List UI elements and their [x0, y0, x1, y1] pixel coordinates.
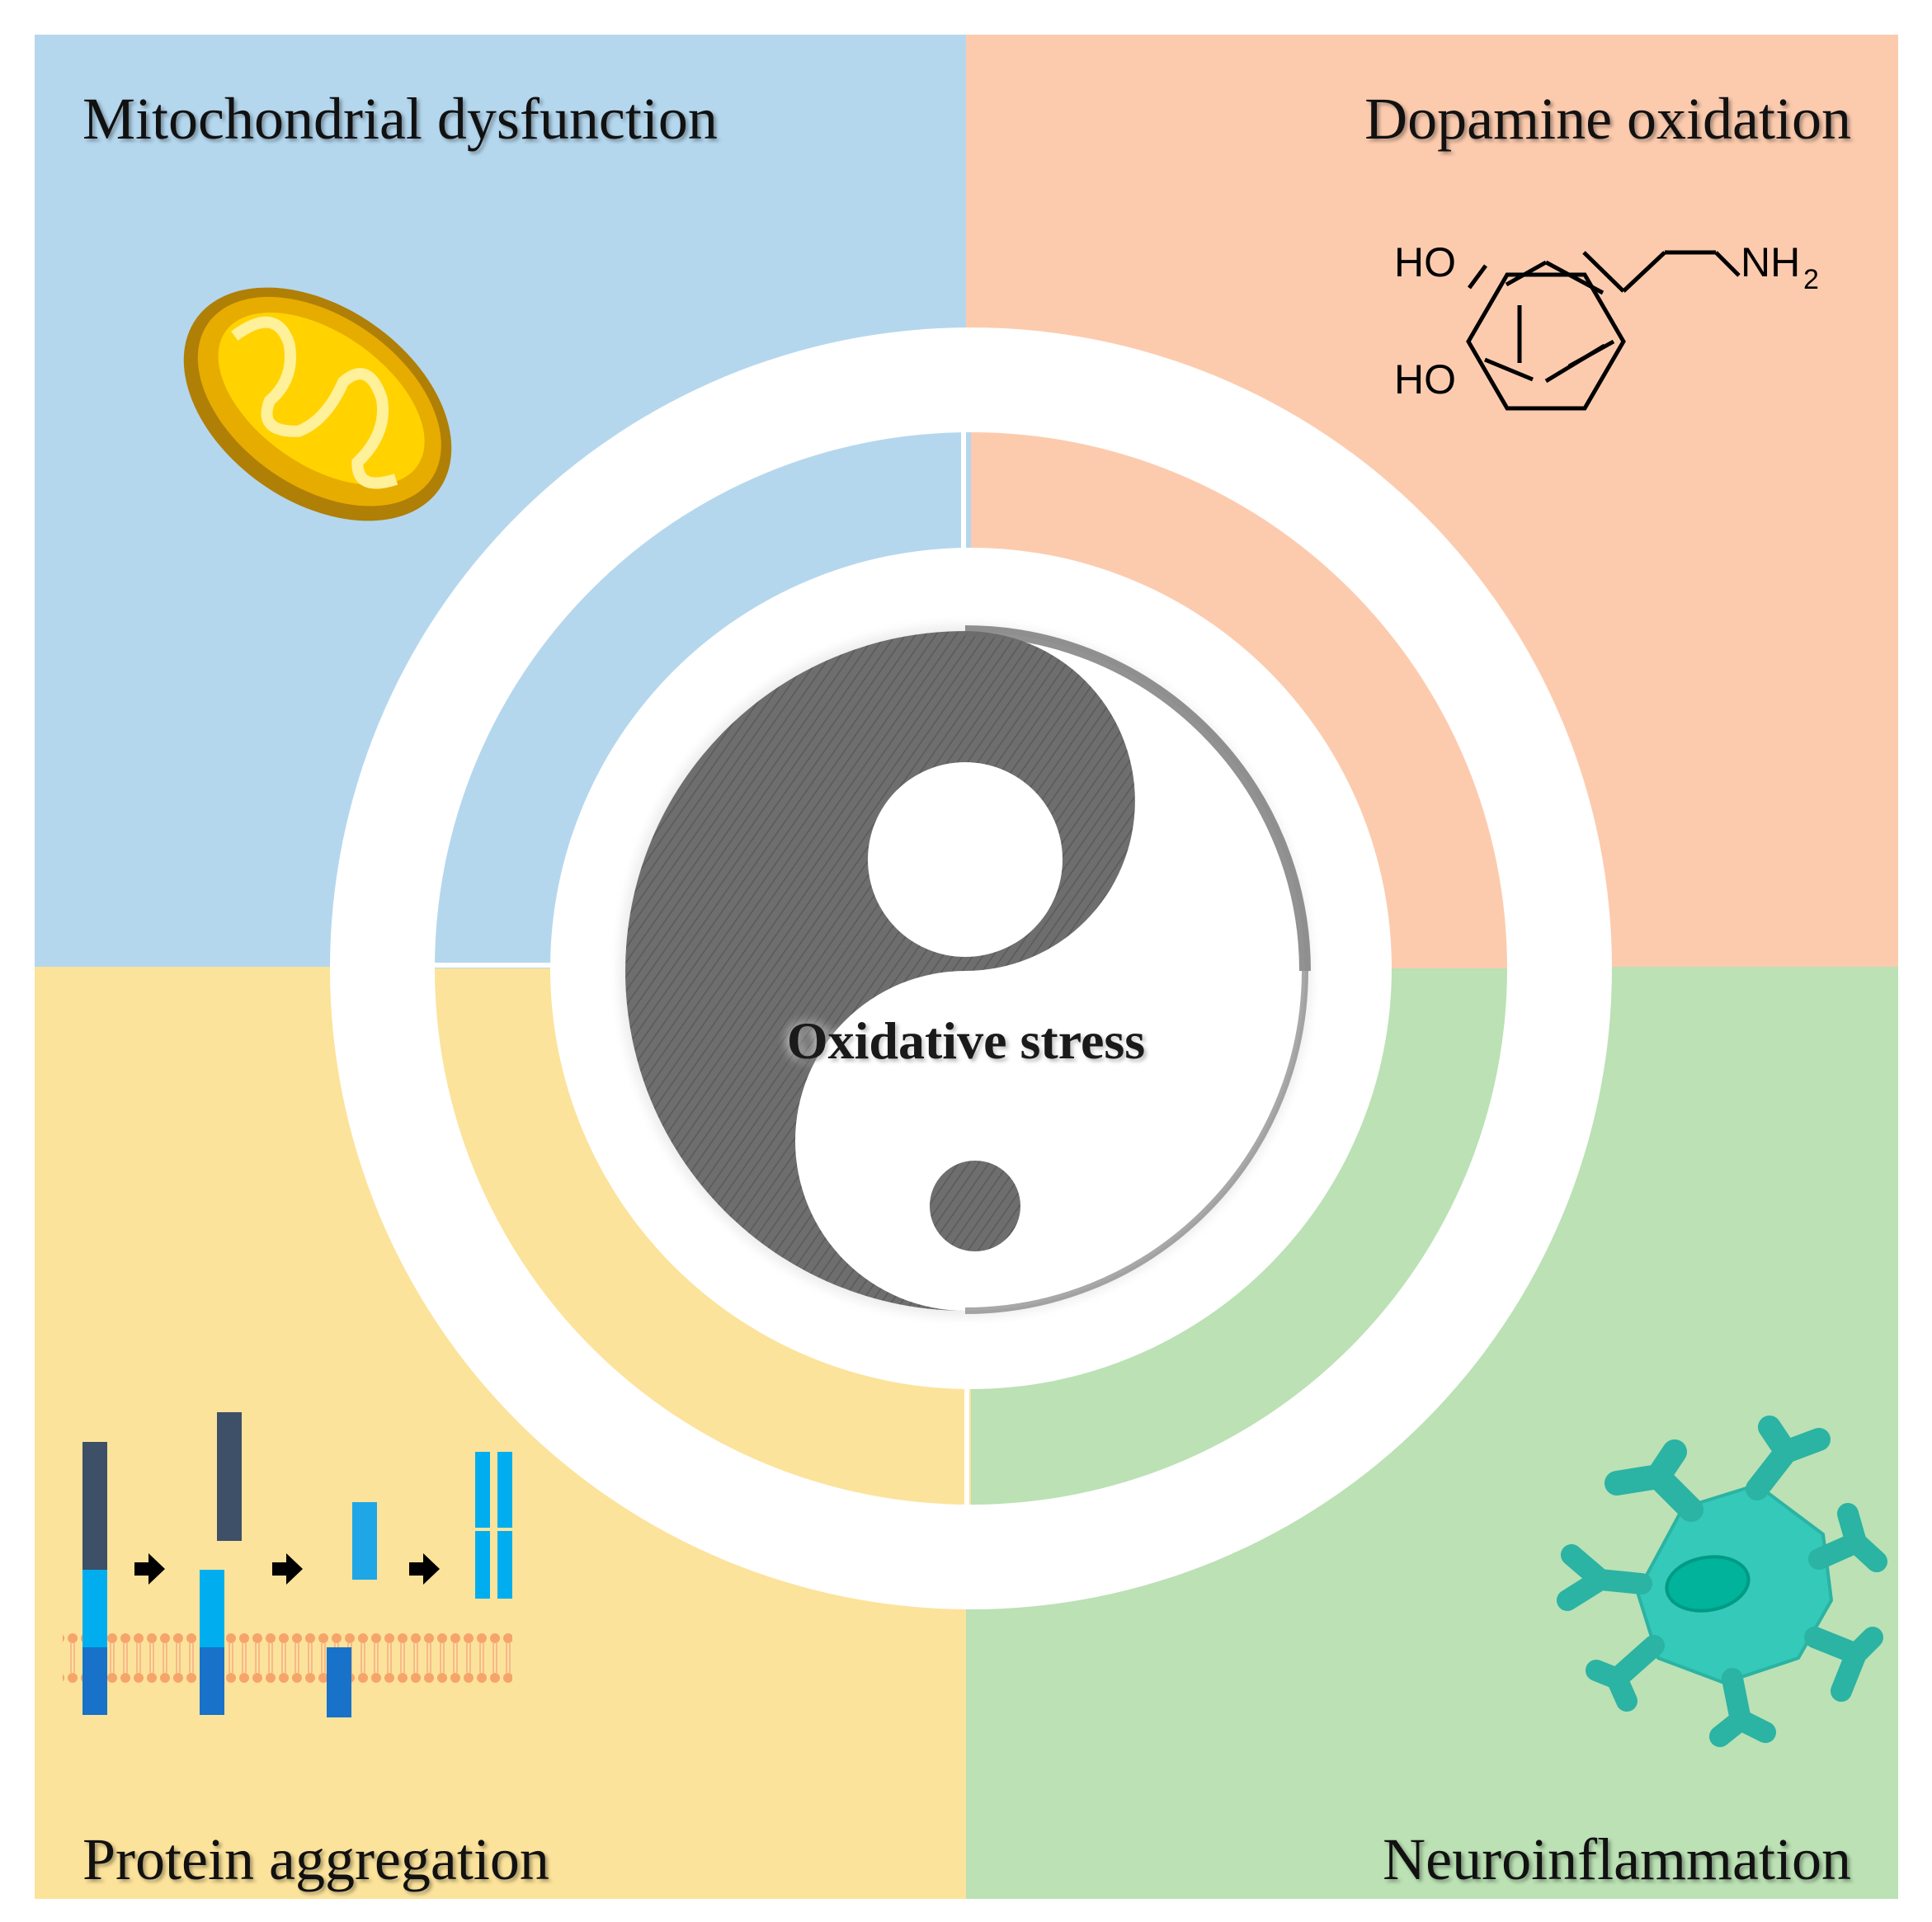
- label-protein-aggregation: Protein aggregation: [82, 1826, 549, 1892]
- dopamine-structure-icon: [1466, 250, 1741, 411]
- protein-aggregation-icon: [63, 1412, 512, 1717]
- amine-subscript: 2: [1803, 264, 1819, 295]
- amine-label: NH: [1741, 239, 1800, 285]
- microglia-cell-icon: [1557, 1416, 1887, 1747]
- label-neuroinflammation: Neuroinflammation: [1383, 1826, 1851, 1892]
- yin-yang-icon: [619, 624, 1312, 1317]
- hydroxyl-top-label: HO: [1394, 239, 1456, 285]
- hydroxyl-bottom-label: HO: [1394, 356, 1456, 403]
- label-oxidative-stress: Oxidative stress: [786, 1011, 1146, 1070]
- mitochondrion-icon: [183, 287, 452, 521]
- label-dopamine-oxidation: Dopamine oxidation: [1364, 86, 1851, 152]
- label-mitochondrial-dysfunction: Mitochondrial dysfunction: [82, 86, 718, 152]
